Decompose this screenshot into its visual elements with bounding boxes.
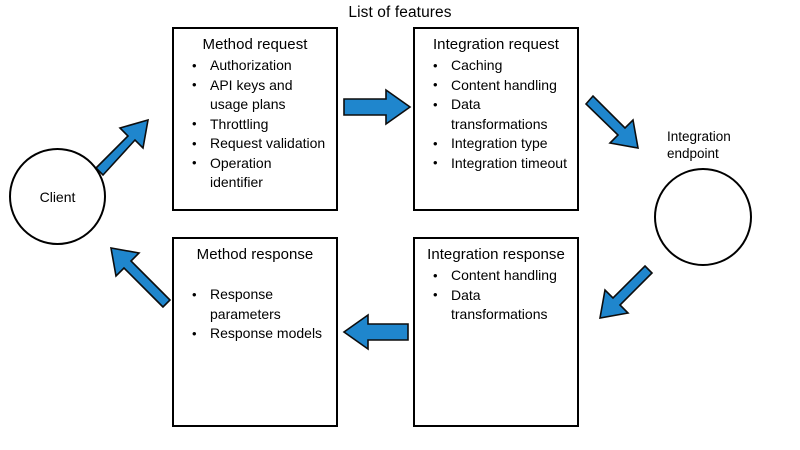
list-item: Response models xyxy=(190,324,328,344)
box-method-response-list: Response parameters Response models xyxy=(174,285,336,344)
endpoint-label-line-1: Integration xyxy=(667,129,731,144)
box-integration-response[interactable]: Integration response Content handling Da… xyxy=(413,237,579,427)
list-item: Operation identifier xyxy=(190,153,328,193)
arrow-integration-request-to-endpoint xyxy=(584,94,639,149)
box-method-response-title: Method response xyxy=(196,246,314,263)
box-method-request-title: Method request xyxy=(202,36,308,53)
list-item: Throttling xyxy=(190,114,328,135)
list-item: Request validation xyxy=(190,134,328,154)
page-title: List of features xyxy=(348,4,452,21)
list-item: API keys and usage plans xyxy=(190,75,328,115)
arrow-endpoint-to-integration-response xyxy=(599,264,654,319)
node-integration-endpoint[interactable] xyxy=(654,168,752,266)
list-item: Authorization xyxy=(190,56,328,76)
box-method-request[interactable]: Method request Authorization API keys an… xyxy=(172,27,338,211)
list-item: Content handling xyxy=(431,266,569,286)
box-integration-response-list: Content handling Data transformations xyxy=(415,266,577,325)
list-item: Integration timeout xyxy=(431,153,569,174)
arrow-client-to-method-request xyxy=(94,118,150,177)
node-client[interactable]: Client xyxy=(9,148,106,245)
box-method-response[interactable]: Method response Response parameters Resp… xyxy=(172,237,338,427)
box-integration-response-title: Integration response xyxy=(427,246,565,263)
list-item: Response parameters xyxy=(190,285,328,324)
node-integration-endpoint-label: Integration endpoint xyxy=(667,128,777,162)
box-method-request-list: Authorization API keys and usage plans T… xyxy=(174,56,336,193)
list-item: Integration type xyxy=(431,134,569,154)
list-item: Data transformations xyxy=(431,95,569,134)
node-client-label: Client xyxy=(39,188,76,205)
arrow-method-request-to-integration-request xyxy=(343,88,412,126)
box-integration-request-list: Caching Content handling Data transforma… xyxy=(415,56,577,173)
list-item: Caching xyxy=(431,56,569,76)
box-integration-request[interactable]: Integration request Caching Content hand… xyxy=(413,27,579,211)
list-item: Data transformations xyxy=(431,285,569,325)
endpoint-label-line-2: endpoint xyxy=(667,146,719,161)
list-item: Content handling xyxy=(431,75,569,96)
arrow-method-response-to-client xyxy=(110,247,172,309)
box-integration-request-title: Integration request xyxy=(432,36,560,53)
arrow-integration-response-to-method-response xyxy=(342,313,409,351)
